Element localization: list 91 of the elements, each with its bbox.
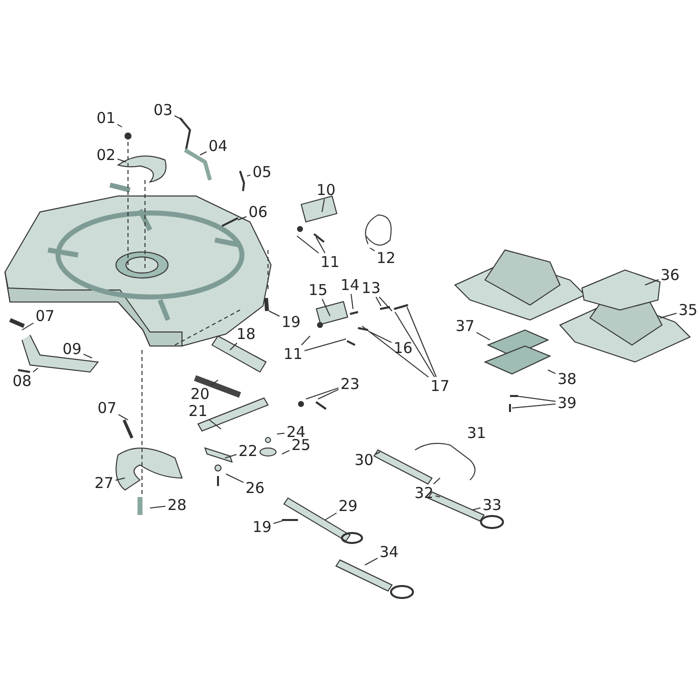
callout-number: 12 — [376, 250, 397, 266]
callout-number: 20 — [190, 386, 211, 402]
callout-number: 27 — [94, 475, 115, 491]
leader-line — [376, 296, 382, 306]
leader-line — [301, 336, 310, 346]
leader-line — [322, 298, 330, 316]
callout-number: 13 — [360, 280, 382, 296]
leader-line — [316, 236, 326, 254]
leader-line — [370, 332, 392, 343]
leader-line — [476, 332, 490, 340]
leader-line — [224, 454, 237, 458]
leader-line — [276, 432, 285, 434]
leader-line — [282, 450, 290, 454]
callout-number: 25 — [290, 437, 312, 453]
callout-number: 05 — [252, 164, 273, 180]
leader-line — [433, 478, 440, 484]
leader-line — [435, 495, 440, 498]
callout-number: 26 — [244, 480, 266, 496]
callout-number: 39 — [556, 395, 578, 411]
leader-line — [364, 558, 378, 566]
callout-number: 18 — [236, 326, 257, 342]
leader-line — [512, 404, 556, 408]
callout-number: 19 — [280, 314, 302, 330]
callout-number: 34 — [378, 544, 400, 560]
callout-number: 22 — [238, 443, 259, 459]
callout-number: 32 — [414, 485, 435, 501]
leader-line — [406, 306, 437, 378]
callout-number: 21 — [188, 403, 209, 419]
leader-line — [296, 236, 320, 254]
leader-line — [394, 312, 436, 378]
leader-line — [209, 420, 222, 430]
callout-number: 07 — [96, 400, 118, 416]
leader-line — [362, 326, 429, 378]
callout-number: 08 — [12, 373, 33, 389]
callout-number: 23 — [340, 376, 361, 392]
leader-line — [150, 506, 166, 508]
leader-line — [660, 312, 677, 318]
callout-number: 06 — [248, 204, 269, 220]
leader-line — [200, 151, 207, 156]
leader-line — [322, 198, 325, 212]
callout-number: 02 — [96, 147, 117, 163]
callout-number: 04 — [208, 138, 229, 154]
callout-number: 14 — [340, 277, 361, 293]
leader-line — [516, 396, 556, 402]
leader-line — [378, 296, 392, 312]
callout-number: 01 — [96, 110, 117, 126]
callout-number: 33 — [482, 497, 503, 513]
callout-number: 09 — [62, 341, 83, 357]
leader-line — [230, 342, 238, 350]
leader-line — [273, 520, 286, 524]
leader-line — [644, 279, 659, 286]
callout-number: 10 — [316, 182, 337, 198]
leader-line — [370, 248, 375, 252]
leader-line — [174, 115, 184, 120]
leader-line — [268, 310, 280, 317]
callout-number: 15 — [308, 282, 329, 298]
leader-line — [117, 124, 122, 128]
leader-line — [472, 507, 481, 510]
callout-number: 38 — [556, 371, 578, 387]
leader-line — [238, 216, 247, 220]
leader-line — [226, 474, 244, 483]
leader-line — [117, 158, 126, 162]
leader-line — [115, 478, 126, 481]
callout-number: 17 — [430, 378, 451, 394]
callout-number: 31 — [466, 425, 488, 441]
leader-line — [350, 294, 354, 310]
leader-line — [32, 368, 38, 372]
leader-line — [83, 354, 92, 358]
callout-number: 24 — [286, 424, 307, 440]
leader-line — [246, 174, 251, 176]
leader-line — [306, 387, 339, 400]
leader-line — [318, 388, 339, 400]
callout-number: 11 — [320, 254, 341, 270]
callout-number: 28 — [166, 497, 188, 513]
leader-line — [324, 512, 337, 520]
callout-number: 30 — [354, 452, 375, 468]
callout-number: 29 — [338, 498, 359, 514]
callout-number: 19 — [252, 519, 273, 535]
callout-number: 35 — [678, 302, 699, 318]
callout-number: 36 — [660, 267, 681, 283]
leader-line — [118, 414, 128, 420]
callout-number: 03 — [152, 102, 174, 118]
leader-line — [304, 338, 346, 352]
callout-number: 37 — [454, 318, 476, 334]
callout-number: 11 — [282, 346, 304, 362]
callout-number: 16 — [392, 340, 414, 356]
leader-line — [375, 452, 380, 455]
leader-line — [548, 370, 556, 374]
leader-line — [211, 380, 218, 386]
callout-number: 07 — [34, 308, 56, 324]
leader-line — [22, 322, 34, 330]
